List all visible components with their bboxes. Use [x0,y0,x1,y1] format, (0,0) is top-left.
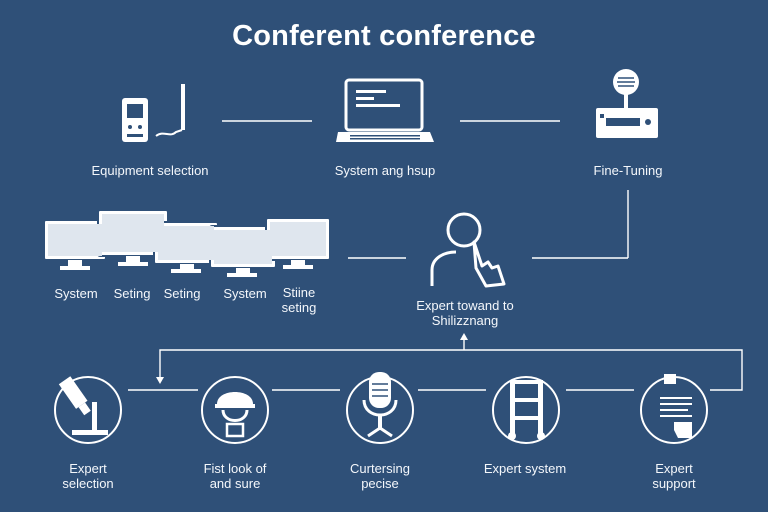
bottom-label-3: Curtersing pecise [350,461,410,491]
helmet-person-icon [213,380,257,445]
monitor-label-3: Seting [163,286,201,301]
page-title: Conferent conference [232,20,536,52]
phone-and-stylus-icon [116,82,196,149]
laptop-icon [336,78,436,155]
document-hand-icon [652,372,700,447]
person-touch-icon [424,208,516,293]
monitor-label-4: System [223,286,267,301]
arrowhead-up [460,333,468,340]
arrowhead-down [156,377,164,384]
ladder-icon [504,376,550,447]
circle-expert-system [492,376,560,444]
monitor-label-5: Stiine seting [281,285,317,315]
expert-label: Expert towand to Shilizznang [416,298,514,328]
bottom-label-1: Expert selection [62,461,114,491]
connector-loop [159,349,743,391]
bottom-label-5: Expert support [652,461,696,491]
bottom-label-2: Fist look of and sure [203,461,267,491]
monitor-label-1: System [54,286,98,301]
circle-first-look [201,376,269,444]
microscope-icon [58,368,118,445]
bottom-label-4: Expert system [483,461,567,476]
top-label-1: Equipment selection [91,163,209,178]
microphone-icon [360,370,400,445]
radio-device-icon [592,66,664,147]
circle-expert-selection [54,376,122,444]
top-label-2: System ang hsup [334,163,436,178]
monitor-label-2: Seting [113,286,151,301]
top-label-3: Fine-Tuning [593,163,663,178]
